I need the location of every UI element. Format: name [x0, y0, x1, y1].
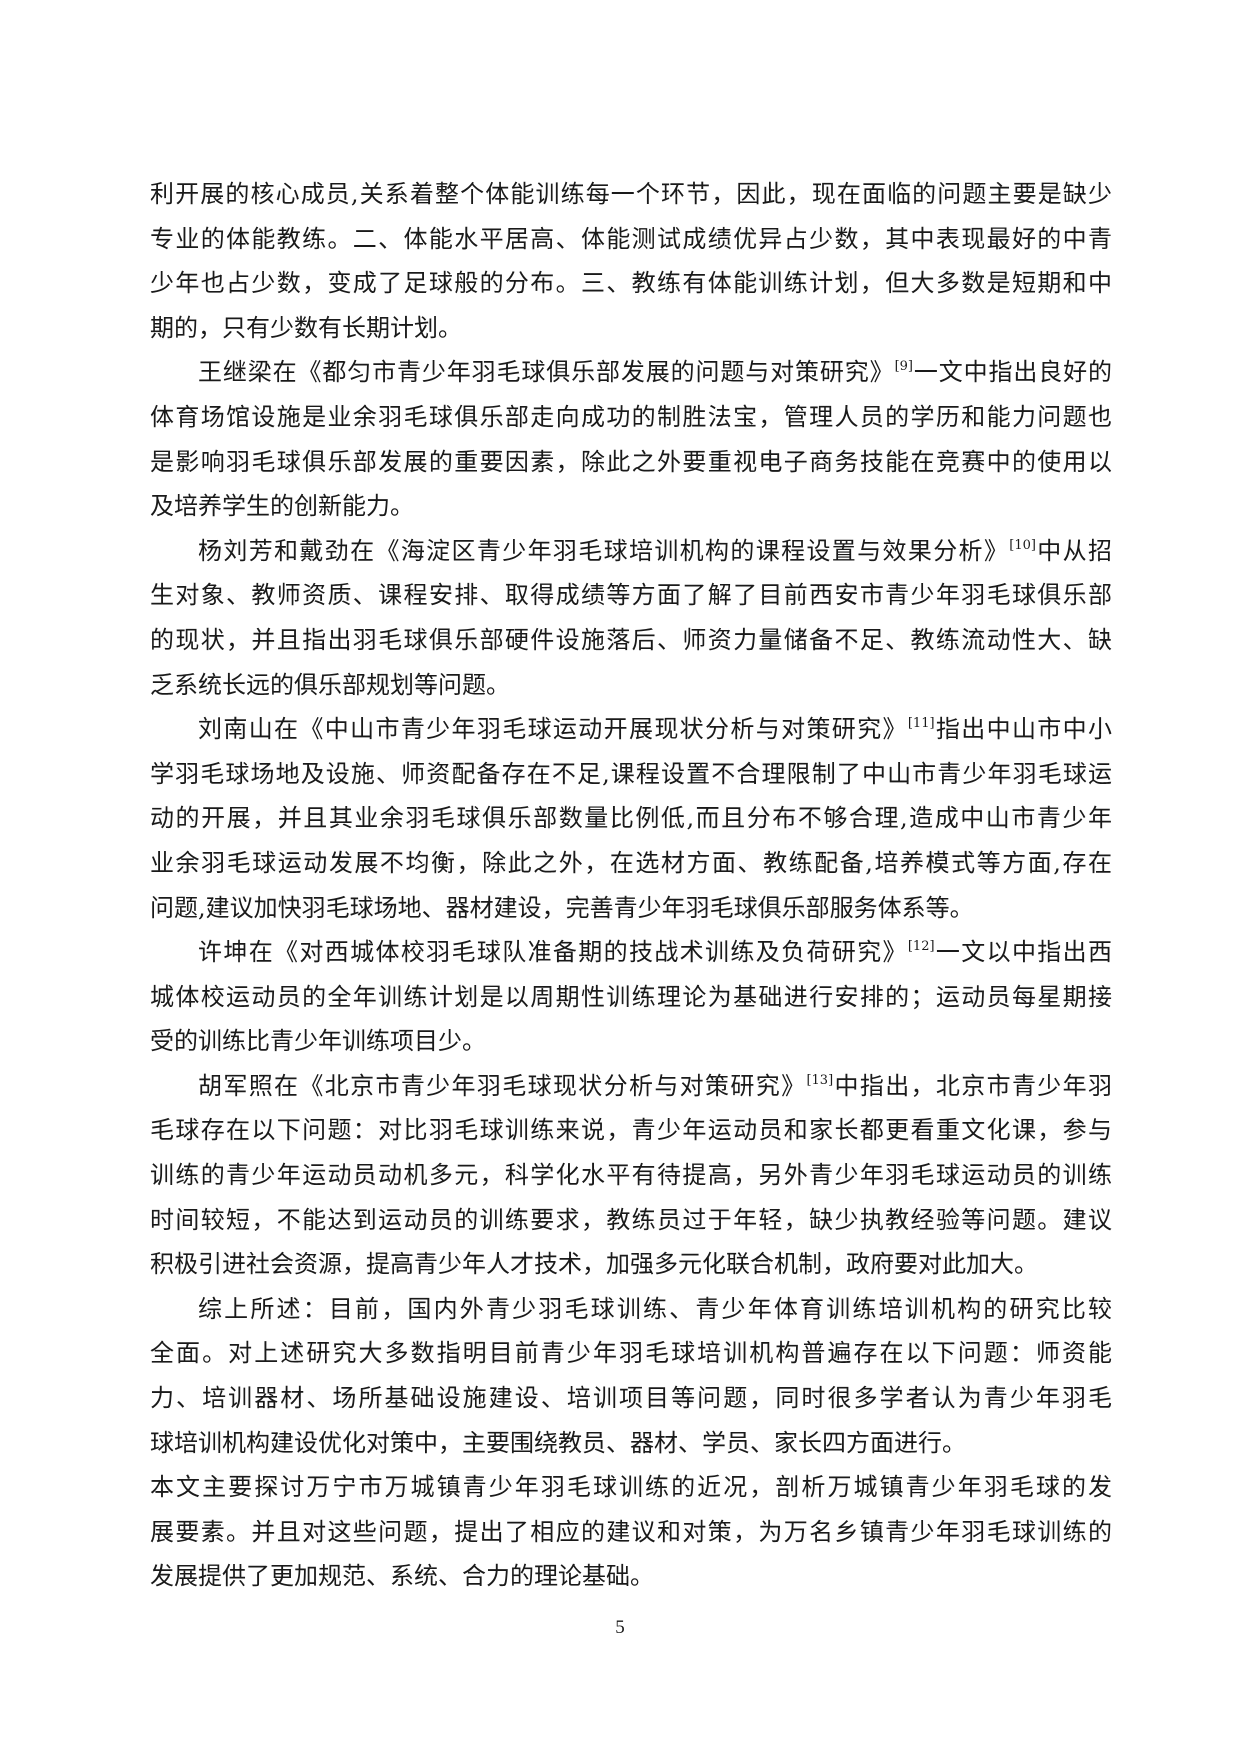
line-text: 一文以中指出西: [934, 938, 1113, 967]
text-line: 动的开展，并且其业余羽毛球俱乐部数量比例低,而且分布不够合理,造成中山市青少年: [150, 804, 1112, 833]
text-line: 王继梁在《都匀市青少年羽毛球俱乐部发展的问题与对策研究》[9]一文中指出良好的: [150, 350, 1112, 395]
text-line: 专业的体能教练。二、体能水平居高、体能测试成绩优异占少数，其中表现最好的中青: [150, 224, 1112, 253]
citation-marker: [11]: [907, 716, 935, 732]
text-line: 展要素。并且对这些问题，提出了相应的建议和对策，为万名乡镇青少年羽毛球训练的: [150, 1517, 1112, 1546]
paragraph: 王继梁在《都匀市青少年羽毛球俱乐部发展的问题与对策研究》[9]一文中指出良好的体…: [150, 350, 1112, 528]
line-text: 中指出，北京市青少年羽: [833, 1071, 1113, 1100]
text-line: 乏系统长远的俱乐部规划等问题。: [150, 670, 510, 699]
text-line: 问题,建议加快羽毛球场地、器材建设，完善青少年羽毛球俱乐部服务体系等。: [150, 893, 974, 922]
paragraph: 许坤在《对西城体校羽毛球队准备期的技战术训练及负荷研究》[12]一文以中指出西城…: [150, 930, 1112, 1064]
text-line: 许坤在《对西城体校羽毛球队准备期的技战术训练及负荷研究》[12]一文以中指出西: [150, 930, 1112, 975]
page-body: 利开展的核心成员,关系着整个体能训练每一个环节，因此，现在面临的问题主要是缺少专…: [150, 172, 1112, 1599]
text-line: 发展提供了更加规范、系统、合力的理论基础。: [150, 1562, 654, 1591]
text-line: 是影响羽毛球俱乐部发展的重要因素，除此之外要重视电子商务技能在竞赛中的使用以: [150, 447, 1112, 476]
text-line: 时间较短，不能达到运动员的训练要求，教练员过于年轻，缺少执教经验等问题。建议: [150, 1205, 1112, 1234]
text-line: 利开展的核心成员,关系着整个体能训练每一个环节，因此，现在面临的问题主要是缺少: [150, 180, 1112, 208]
citation-marker: [10]: [1009, 537, 1036, 553]
text-line: 城体校运动员的全年训练计划是以周期性训练理论为基础进行安排的；运动员每星期接: [150, 982, 1112, 1011]
text-line: 训练的青少年运动员动机多元，科学化水平有待提高，另外青少年羽毛球运动员的训练: [150, 1161, 1112, 1190]
text-line: 力、培训器材、场所基础设施建设、培训项目等问题，同时很多学者认为青少年羽毛: [150, 1384, 1112, 1413]
text-line: 生对象、教师资质、课程安排、取得成绩等方面了解了目前西安市青少年羽毛球俱乐部: [150, 581, 1112, 610]
line-text: 中从招: [1035, 536, 1113, 565]
citation-marker: [9]: [894, 359, 913, 375]
line-text: 许坤在《对西城体校羽毛球队准备期的技战术训练及负荷研究》: [198, 938, 908, 967]
text-line: 综上所述：目前，国内外青少羽毛球训练、青少年体育训练培训机构的研究比较: [198, 1294, 1112, 1323]
citation-marker: [12]: [907, 939, 935, 955]
text-line: 积极引进社会资源，提高青少年人才技术，加强多元化联合机制，政府要对此加大。: [150, 1250, 1038, 1279]
text-line: 学羽毛球场地及设施、师资配备存在不足,课程设置不合理限制了中山市青少年羽毛球运: [150, 759, 1112, 788]
text-line: 及培养学生的创新能力。: [150, 492, 414, 521]
text-line: 刘南山在《中山市青少年羽毛球运动开展现状分析与对策研究》[11]指出中山市中小: [150, 707, 1112, 752]
line-text: 杨刘芳和戴劲在《海淀区青少年羽毛球培训机构的课程设置与效果分析》: [198, 536, 1010, 565]
paragraph: 刘南山在《中山市青少年羽毛球运动开展现状分析与对策研究》[11]指出中山市中小学…: [150, 707, 1112, 930]
text-line: 杨刘芳和戴劲在《海淀区青少年羽毛球培训机构的课程设置与效果分析》[10]中从招: [150, 529, 1112, 574]
text-line: 受的训练比青少年训练项目少。: [150, 1027, 486, 1056]
citation-marker: [13]: [806, 1072, 834, 1088]
text-line: 胡军照在《北京市青少年羽毛球现状分析与对策研究》[13]中指出，北京市青少年羽: [150, 1064, 1112, 1109]
line-text: 王继梁在《都匀市青少年羽毛球俱乐部发展的问题与对策研究》: [198, 358, 895, 387]
paragraph: 本文主要探讨万宁市万城镇青少年羽毛球训练的近况，剖析万城镇青少年羽毛球的发展要素…: [150, 1465, 1112, 1599]
text-line: 体育场馆设施是业余羽毛球俱乐部走向成功的制胜法宝，管理人员的学历和能力问题也: [150, 402, 1112, 431]
line-text: 一文中指出良好的: [912, 358, 1113, 387]
paragraph: 利开展的核心成员,关系着整个体能训练每一个环节，因此，现在面临的问题主要是缺少专…: [150, 172, 1112, 350]
paragraph: 杨刘芳和戴劲在《海淀区青少年羽毛球培训机构的课程设置与效果分析》[10]中从招生…: [150, 529, 1112, 707]
text-line: 期的，只有少数有长期计划。: [150, 313, 462, 342]
text-line: 本文主要探讨万宁市万城镇青少年羽毛球训练的近况，剖析万城镇青少年羽毛球的发: [150, 1473, 1112, 1502]
text-line: 少年也占少数，变成了足球般的分布。三、教练有体能训练计划，但大多数是短期和中: [150, 269, 1112, 298]
paragraph: 综上所述：目前，国内外青少羽毛球训练、青少年体育训练培训机构的研究比较全面。对上…: [150, 1287, 1112, 1465]
paragraph: 胡军照在《北京市青少年羽毛球现状分析与对策研究》[13]中指出，北京市青少年羽毛…: [150, 1064, 1112, 1287]
line-text: 胡军照在《北京市青少年羽毛球现状分析与对策研究》: [198, 1071, 807, 1100]
text-line: 毛球存在以下问题：对比羽毛球训练来说，青少年运动员和家长都更看重文化课，参与: [150, 1116, 1112, 1145]
text-line: 全面。对上述研究大多数指明目前青少年羽毛球培训机构普遍存在以下问题：师资能: [150, 1339, 1112, 1368]
line-text: 刘南山在《中山市青少年羽毛球运动开展现状分析与对策研究》: [198, 715, 908, 744]
text-line: 业余羽毛球运动发展不均衡，除此之外，在选材方面、教练配备,培养模式等方面,存在: [150, 848, 1112, 877]
page-number: 5: [615, 1617, 625, 1638]
line-text: 指出中山市中小: [934, 715, 1113, 744]
text-line: 球培训机构建设优化对策中，主要围绕教员、器材、学员、家长四方面进行。: [150, 1428, 966, 1457]
text-line: 的现状，并且指出羽毛球俱乐部硬件设施落后、师资力量储备不足、教练流动性大、缺: [150, 625, 1112, 654]
